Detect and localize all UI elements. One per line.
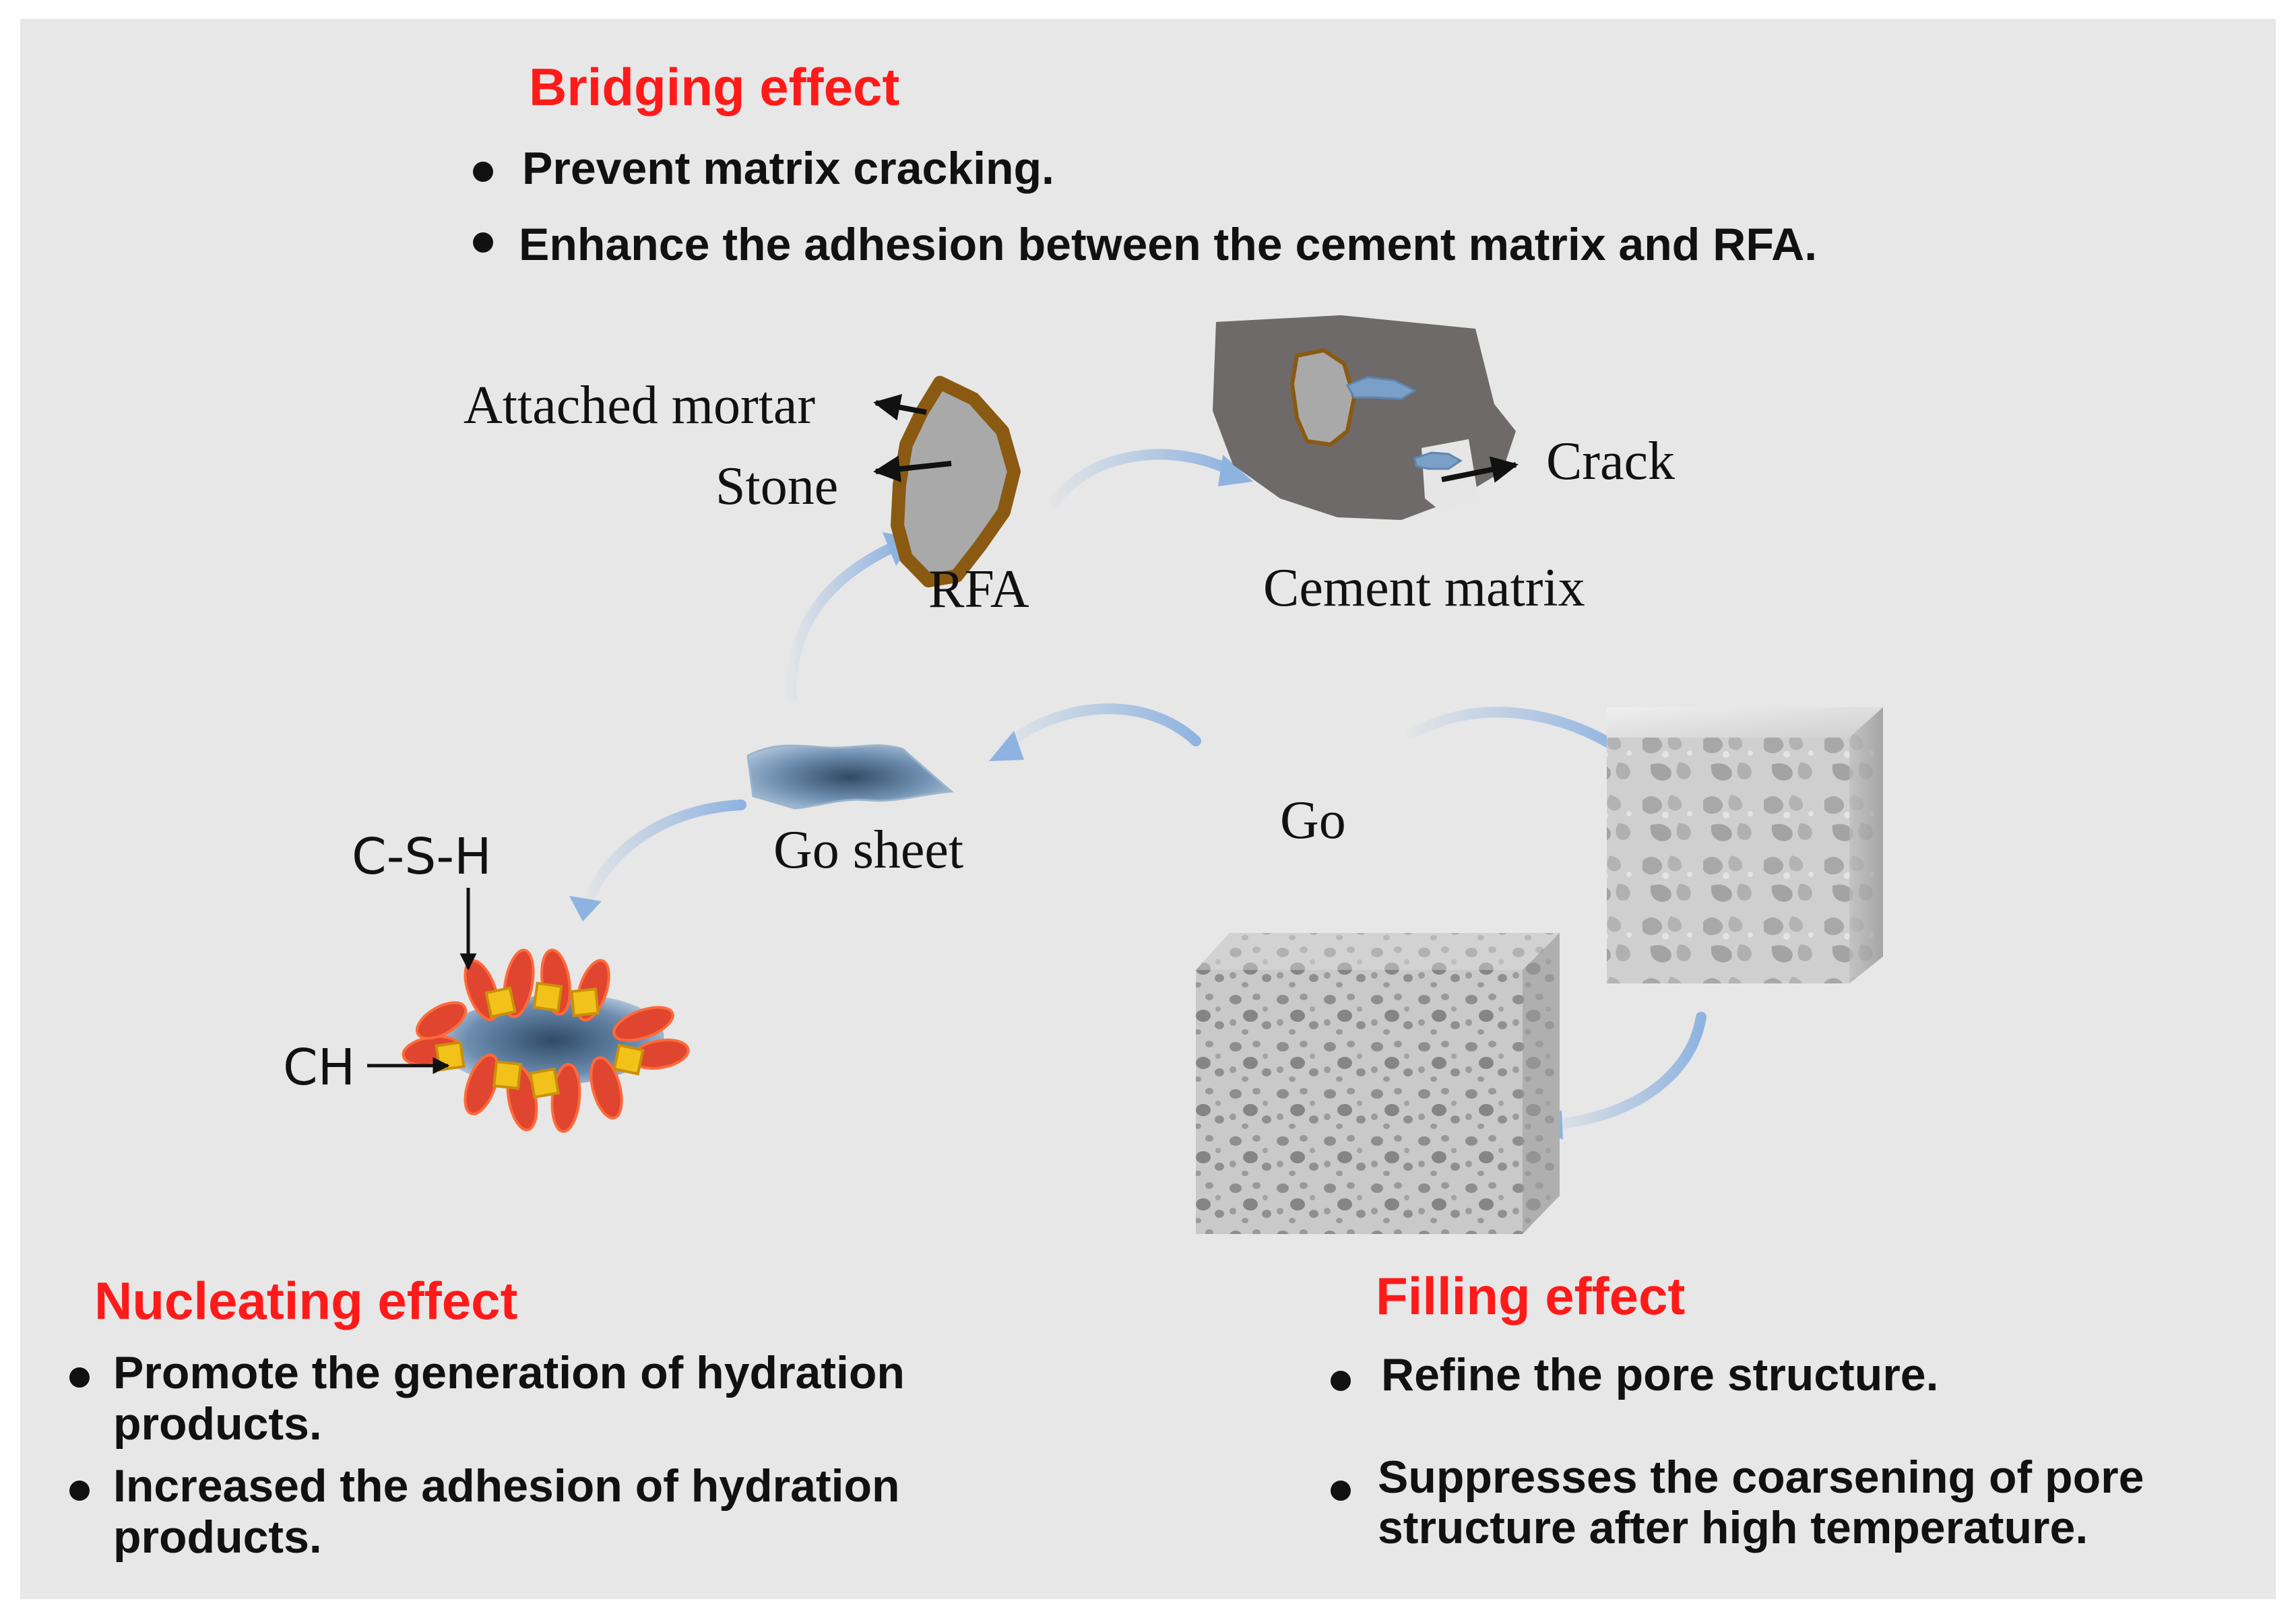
nucleating-bullet-1-line-1: Promote the generation of hydration xyxy=(113,1347,905,1398)
bridging-bullet-2: Enhance the adhesion between the cement … xyxy=(519,219,1818,270)
filling-effect-heading: Filling effect xyxy=(1376,1266,1686,1326)
filling-bullet-1: Refine the pore structure. xyxy=(1381,1349,1939,1400)
bridging-effect-heading: Bridging effect xyxy=(529,57,900,117)
csh-label: C-S-H xyxy=(352,828,492,886)
porous-cube-coarse xyxy=(1607,707,1883,983)
diagram-panel xyxy=(20,19,2276,1599)
bullet-dot xyxy=(69,1481,90,1501)
cement-matrix-block xyxy=(1213,315,1516,520)
attached-mortar-label: Attached mortar xyxy=(464,376,815,435)
filling-bullet-2-line-2: structure after high temperature. xyxy=(1378,1502,2088,1553)
nucleating-bullet-2-line-1: Increased the adhesion of hydration xyxy=(113,1460,900,1512)
flow-arrow-go-to-rfa xyxy=(786,532,916,703)
flow-arrow-go-to-sheet xyxy=(989,703,1201,761)
go-label: Go xyxy=(1280,791,1346,850)
go-sheet-label: Go sheet xyxy=(773,820,964,880)
flow-arrow-cube-to-cube xyxy=(1537,1012,1707,1140)
nucleation-cluster xyxy=(402,948,690,1133)
bullet-dot xyxy=(69,1367,90,1388)
filling-bullet-2-line-1: Suppresses the coarsening of pore xyxy=(1378,1452,2144,1503)
rfa-particle xyxy=(891,376,1021,587)
attached-mortar-pointer xyxy=(873,393,927,421)
cement-matrix-label: Cement matrix xyxy=(1263,558,1585,618)
ch-label: CH xyxy=(283,1039,356,1097)
bullet-dot xyxy=(473,162,493,182)
bullet-dot xyxy=(1331,1481,1351,1501)
porous-cube-fine xyxy=(1196,933,1560,1234)
rfa-label: RFA xyxy=(928,560,1029,619)
nucleating-effect-heading: Nucleating effect xyxy=(94,1271,518,1330)
stone-pointer xyxy=(873,455,952,483)
bullet-dot xyxy=(1331,1371,1351,1391)
flow-arrow-rfa-to-cement xyxy=(1049,449,1253,507)
go-sheet-graphic xyxy=(746,744,954,810)
crack-pointer xyxy=(1441,456,1519,483)
stone-label: Stone xyxy=(715,457,839,516)
nucleating-bullet-1-line-2: products. xyxy=(113,1398,322,1450)
bullet-dot xyxy=(473,232,493,253)
nucleating-bullet-2-line-2: products. xyxy=(113,1512,322,1563)
crack-label: Crack xyxy=(1546,432,1676,491)
flow-arrow-sheet-to-nucleus xyxy=(569,800,746,921)
bridging-bullet-1: Prevent matrix cracking. xyxy=(522,143,1054,194)
